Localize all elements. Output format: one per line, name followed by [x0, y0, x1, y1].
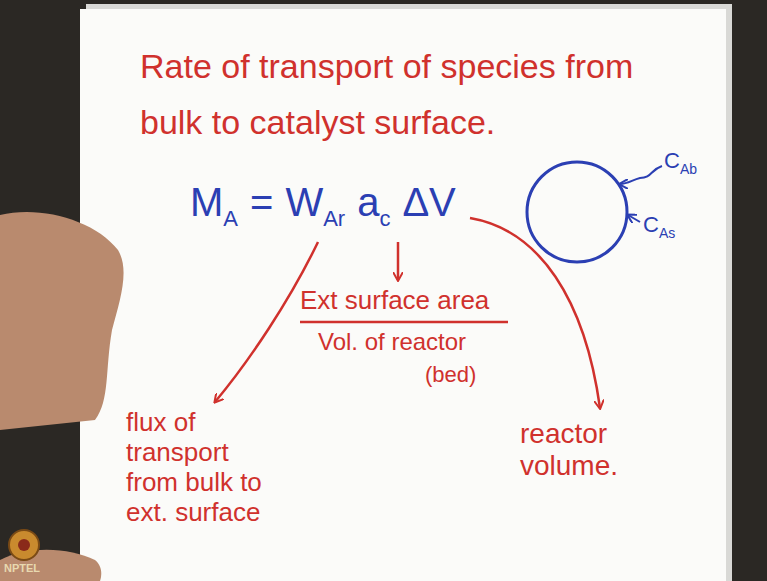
concentration-symbol: C — [643, 212, 659, 237]
paper-sheet — [80, 9, 726, 581]
equation-symbol: Ar — [323, 206, 345, 231]
equation-symbol: a — [357, 180, 379, 224]
catalyst-particle — [527, 162, 627, 262]
annotation: Ext surface area — [300, 286, 489, 316]
fraction-bar — [300, 321, 508, 324]
equation-symbol: c — [379, 206, 390, 231]
nptel-emblem — [18, 539, 30, 551]
slide-title: Rate of transport of species from bulk t… — [140, 38, 700, 150]
nptel-emblem — [9, 530, 39, 560]
equation-symbol: M — [190, 180, 223, 224]
leader-line — [620, 166, 662, 184]
equation-symbol: A — [223, 206, 238, 231]
equation-symbol: ΔV — [402, 180, 455, 224]
hand — [0, 212, 124, 430]
leader-line — [628, 215, 640, 222]
annotation: Vol. of reactor — [318, 328, 466, 356]
concentration-symbol: C — [664, 148, 680, 173]
equation-symbol: W — [285, 180, 323, 224]
concentration-subscript: As — [659, 225, 675, 241]
concentration-subscript: Ab — [680, 161, 697, 177]
equation-symbol: = — [250, 180, 273, 224]
annotation: flux of transport from bulk to ext. surf… — [126, 408, 276, 528]
annotation: (bed) — [425, 362, 476, 387]
concentration-label: CAb — [664, 148, 697, 177]
logo-text: NPTEL — [4, 562, 40, 575]
leader-line — [397, 242, 400, 280]
concentration-label: CAs — [643, 212, 675, 241]
leader-line — [470, 218, 600, 408]
equation: MA = WArac ΔV — [190, 178, 456, 232]
annotation: reactor volume. — [520, 418, 670, 482]
